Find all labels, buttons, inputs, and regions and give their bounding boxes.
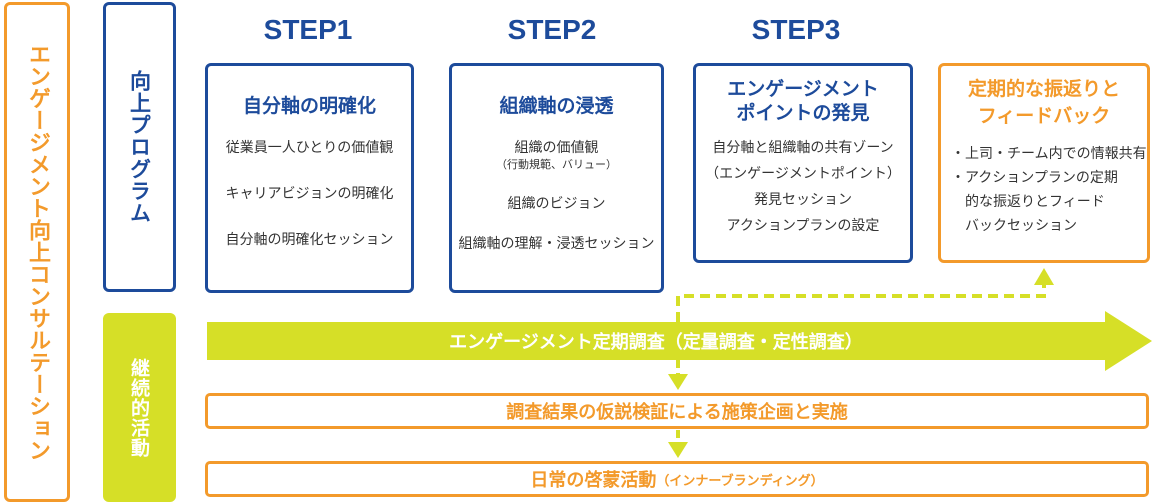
dashed-arrow-head-down-1 [668, 374, 688, 390]
step2-title: STEP2 [507, 14, 597, 45]
step2-item: 組織のビジョン [507, 196, 606, 212]
step2-item: 組織軸の理解・浸透セッション [458, 236, 655, 252]
measures-bar-text: 調査結果の仮説検証による施策企画と実施 [506, 402, 848, 423]
continuous-label-box: 継続的活動 [103, 313, 176, 502]
step3-card: エンゲージメント ポイントの発見 自分軸と組織軸の共有ゾーン （エンゲージメント… [693, 63, 913, 263]
step1-title: STEP1 [263, 14, 353, 45]
side-label-box: エンゲージメント向上コンサルテーション [4, 2, 70, 502]
survey-arrow-shape [207, 311, 1152, 371]
review-bullet: バックセッション [951, 218, 1077, 234]
review-card: 定期的な振返りと フィードバック ・上司・チーム内での情報共有 ・アクションプラ… [938, 63, 1150, 263]
daily-activity-bar: 日常の啓蒙活動 （インナーブランディング） [205, 461, 1149, 497]
measures-bar: 調査結果の仮説検証による施策企画と実施 [205, 393, 1149, 429]
step3-card-title-line2: ポイントの発見 [736, 102, 870, 124]
review-bullet: 的な振返りとフィード [951, 194, 1105, 210]
review-bullet: ・上司・チーム内での情報共有 [951, 146, 1147, 162]
review-bullet: ・アクションプランの定期 [951, 170, 1118, 186]
step3-item: 発見セッション [754, 192, 852, 208]
step3-item: アクションプランの設定 [726, 218, 880, 234]
daily-activity-text: 日常の啓蒙活動 [530, 470, 657, 491]
review-card-title-line1: 定期的な振返りと [967, 78, 1120, 100]
step3-card-title-line1: エンゲージメント [727, 78, 879, 100]
dashed-arrow-head-down-2 [668, 442, 688, 458]
step2-card: 組織軸の浸透 組織の価値観 （行動規範、バリュー） 組織のビジョン 組織軸の理解… [449, 63, 664, 293]
step3-title: STEP3 [751, 14, 841, 45]
review-card-title-line2: フィードバック [977, 105, 1111, 127]
step2-item: 組織の価値観 [514, 140, 599, 156]
step3-item: 自分軸と組織軸の共有ゾーン [712, 140, 894, 156]
step2-card-title: 組織軸の浸透 [499, 95, 614, 117]
step1-card-title: 自分軸の明確化 [242, 95, 376, 117]
step1-item: キャリアビジョンの明確化 [225, 186, 394, 202]
side-label-text: エンゲージメント向上コンサルテーション [25, 43, 50, 461]
continuous-label-text: 継続的活動 [128, 357, 150, 458]
daily-activity-subtext: （インナーブランディング） [656, 473, 824, 489]
step1-item: 従業員一人ひとりの価値観 [225, 140, 394, 156]
step2-item-sub: （行動規範、バリュー） [496, 158, 617, 171]
program-label-text: 向上プログラム [127, 70, 152, 224]
dashed-feedback-line [676, 285, 1046, 322]
step3-item: （エンゲージメントポイント） [705, 166, 901, 182]
program-label-box: 向上プログラム [103, 2, 176, 292]
step1-item: 自分軸の明確化セッション [225, 232, 394, 248]
step1-card: 自分軸の明確化 従業員一人ひとりの価値観 キャリアビジョンの明確化 自分軸の明確… [205, 63, 414, 293]
survey-arrow-label: エンゲージメント定期調査（定量調査・定性調査） [449, 332, 863, 353]
dashed-arrow-head-up [1034, 268, 1054, 285]
